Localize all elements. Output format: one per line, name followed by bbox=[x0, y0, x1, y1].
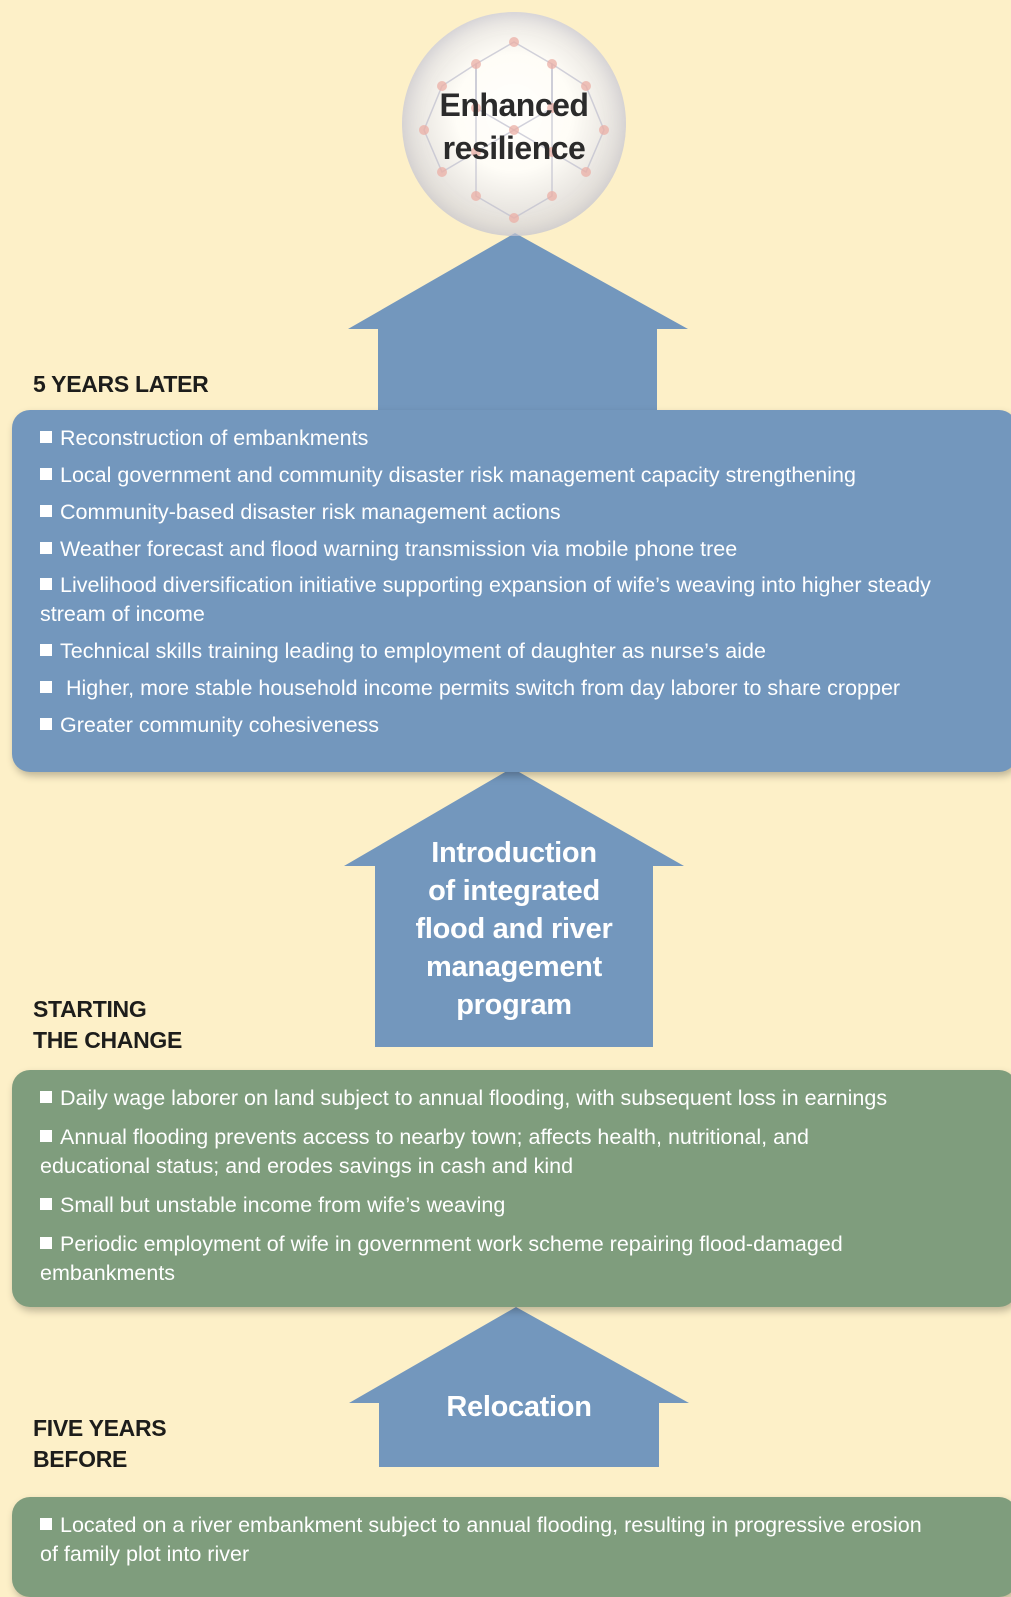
list-item: Located on a river embankment subject to… bbox=[40, 1513, 922, 1566]
top-arrow bbox=[348, 233, 688, 412]
panel-later: Reconstruction of embankments Local gove… bbox=[12, 410, 1011, 772]
list-item: Higher, more stable household income per… bbox=[40, 674, 997, 703]
list-item: Annual flooding prevents access to nearb… bbox=[40, 1125, 809, 1178]
middle-arrow-label: Introduction of integrated flood and riv… bbox=[415, 837, 613, 1021]
list-item: Greater community cohesiveness bbox=[40, 711, 997, 740]
square-bullet-icon bbox=[40, 681, 52, 693]
square-bullet-icon bbox=[40, 1091, 52, 1103]
sphere-lattice-icon bbox=[419, 37, 609, 223]
list-item: Weather forecast and flood warning trans… bbox=[40, 535, 997, 564]
list-item: Community-based disaster risk management… bbox=[40, 498, 997, 527]
square-bullet-icon bbox=[40, 542, 52, 554]
square-bullet-icon bbox=[40, 718, 52, 730]
square-bullet-icon bbox=[40, 578, 52, 590]
list-item: Local government and community disaster … bbox=[40, 461, 997, 490]
list-item: Reconstruction of embankments bbox=[40, 424, 997, 453]
list-item: Technical skills training leading to emp… bbox=[40, 637, 997, 666]
list-item: Periodic employment of wife in governmen… bbox=[40, 1232, 843, 1285]
section-title-later: 5 YEARS LATER bbox=[33, 371, 209, 397]
square-bullet-icon bbox=[40, 1518, 52, 1530]
square-bullet-icon bbox=[40, 468, 52, 480]
square-bullet-icon bbox=[40, 1198, 52, 1210]
top-node-label: Enhanced resilience bbox=[402, 84, 626, 170]
top-node-label-line1: Enhanced bbox=[439, 87, 589, 123]
square-bullet-icon bbox=[40, 644, 52, 656]
square-bullet-icon bbox=[40, 1237, 52, 1249]
list-item: Small but unstable income from wife’s we… bbox=[40, 1191, 997, 1220]
panel-before: Located on a river embankment subject to… bbox=[12, 1497, 1011, 1597]
square-bullet-icon bbox=[40, 1130, 52, 1142]
bottom-arrow-label: Relocation bbox=[446, 1391, 592, 1423]
middle-arrow bbox=[344, 768, 684, 1047]
top-node-label-line2: resilience bbox=[442, 130, 586, 166]
section-title-before: FIVE YEARS BEFORE bbox=[33, 1415, 167, 1472]
list-item: Livelihood diversification initiative su… bbox=[40, 573, 931, 626]
square-bullet-icon bbox=[40, 431, 52, 443]
resilience-sphere bbox=[402, 12, 626, 236]
panel-change: Daily wage laborer on land subject to an… bbox=[12, 1070, 1011, 1307]
list-item: Daily wage laborer on land subject to an… bbox=[40, 1084, 997, 1113]
section-title-change: STARTING THE CHANGE bbox=[33, 996, 183, 1053]
bottom-arrow bbox=[349, 1307, 689, 1467]
square-bullet-icon bbox=[40, 505, 52, 517]
